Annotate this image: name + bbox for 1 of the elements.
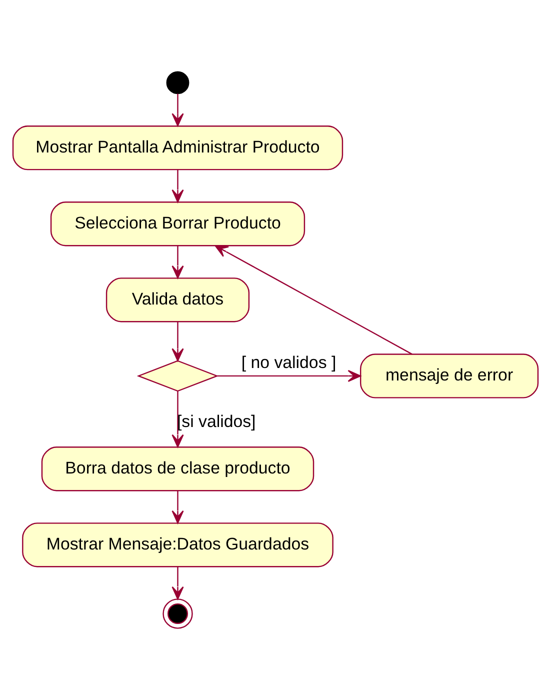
- edge-label: [ no validos ]: [241, 352, 336, 372]
